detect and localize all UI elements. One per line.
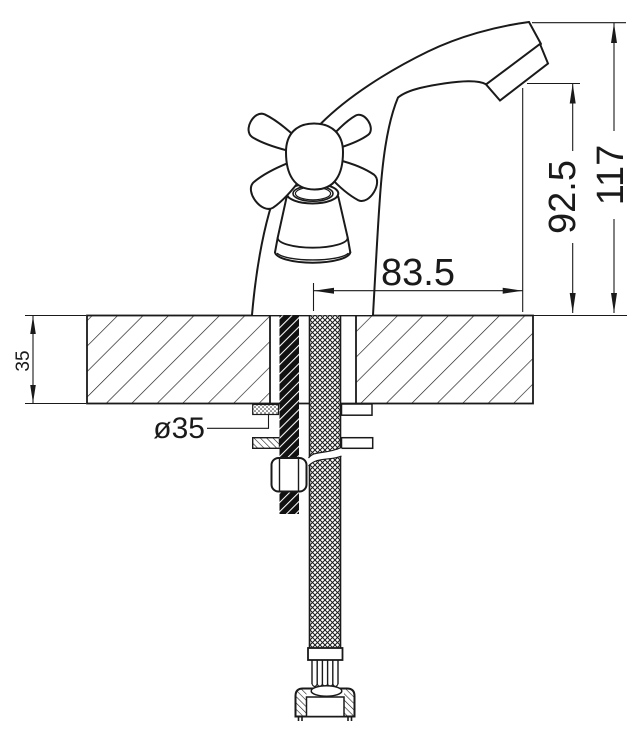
gasket-washer-right: [340, 403, 373, 416]
arrowhead-up: [30, 316, 36, 334]
clamp-plate-right: [340, 436, 374, 450]
arrowhead-down: [611, 293, 617, 313]
hose-break-band: [308, 447, 342, 466]
mounting-nut: [270, 457, 308, 493]
hose-braid: [309, 315, 341, 649]
dimension-label-35: 35: [13, 350, 34, 371]
hose-break-line-bottom: [308, 455, 342, 467]
bonnet-skirt-top-arc: [276, 236, 349, 249]
hose-crimp-ring: [310, 685, 343, 697]
dimension-spout-height: 92.5: [522, 82, 584, 313]
hose-break-line-top: [308, 446, 342, 459]
arrowhead-up: [569, 83, 576, 104]
spout-bottom-curve: [372, 80, 487, 316]
countertop-left-slab: [86, 314, 271, 405]
arrowhead-left: [314, 287, 334, 294]
hose-end-nut-feet: [297, 716, 353, 721]
hose-ribs: [311, 660, 339, 688]
dimension-label-117: 117: [590, 145, 632, 206]
cross-handle: [247, 112, 379, 210]
faucet: [247, 21, 550, 316]
gasket-washer-left: [252, 403, 280, 416]
arrowhead-up: [611, 23, 617, 43]
hose-end-nut-inner: [305, 696, 345, 718]
dimension-label-83.5: 83.5: [381, 252, 455, 294]
handle-arm-top-left: [247, 112, 297, 152]
spout-end-face: [528, 21, 542, 45]
dimension-hole-diameter: ø35: [153, 412, 270, 445]
leader-line: [207, 415, 270, 429]
bonnet-skirt-inner-arc: [276, 252, 349, 261]
bonnet-fill: [275, 196, 351, 263]
dimension-spout-reach: 83.5: [312, 252, 523, 311]
handle-hub: [284, 122, 345, 191]
supply-hose: [294, 315, 356, 721]
hose-collar: [307, 647, 344, 661]
hose-end-nut-hatch-left: [295, 688, 307, 717]
aerator: [484, 42, 550, 102]
countertop-right-slab: [355, 314, 534, 405]
bonnet-skirt-bottom-arc: [274, 251, 352, 264]
hose-end-nut-hatch-right: [344, 688, 355, 717]
arrowhead-down: [569, 293, 576, 313]
spout-top-curve: [320, 21, 530, 125]
countertop-section: [86, 314, 627, 405]
dimension-label-hole: ø35: [153, 412, 205, 445]
handle-arm-bottom-left: [250, 161, 303, 210]
dimension-label-92.5: 92.5: [542, 160, 584, 234]
arrowhead-down: [30, 385, 36, 403]
dimensions: 117 92.5 83.5 35: [13, 22, 632, 445]
clamp-plate-left: [251, 437, 281, 450]
arrowhead-right: [502, 287, 523, 294]
mounting-hardware: [251, 315, 374, 514]
dimension-counter-thickness: 35: [13, 314, 86, 405]
dimension-total-height: 117: [532, 22, 632, 313]
